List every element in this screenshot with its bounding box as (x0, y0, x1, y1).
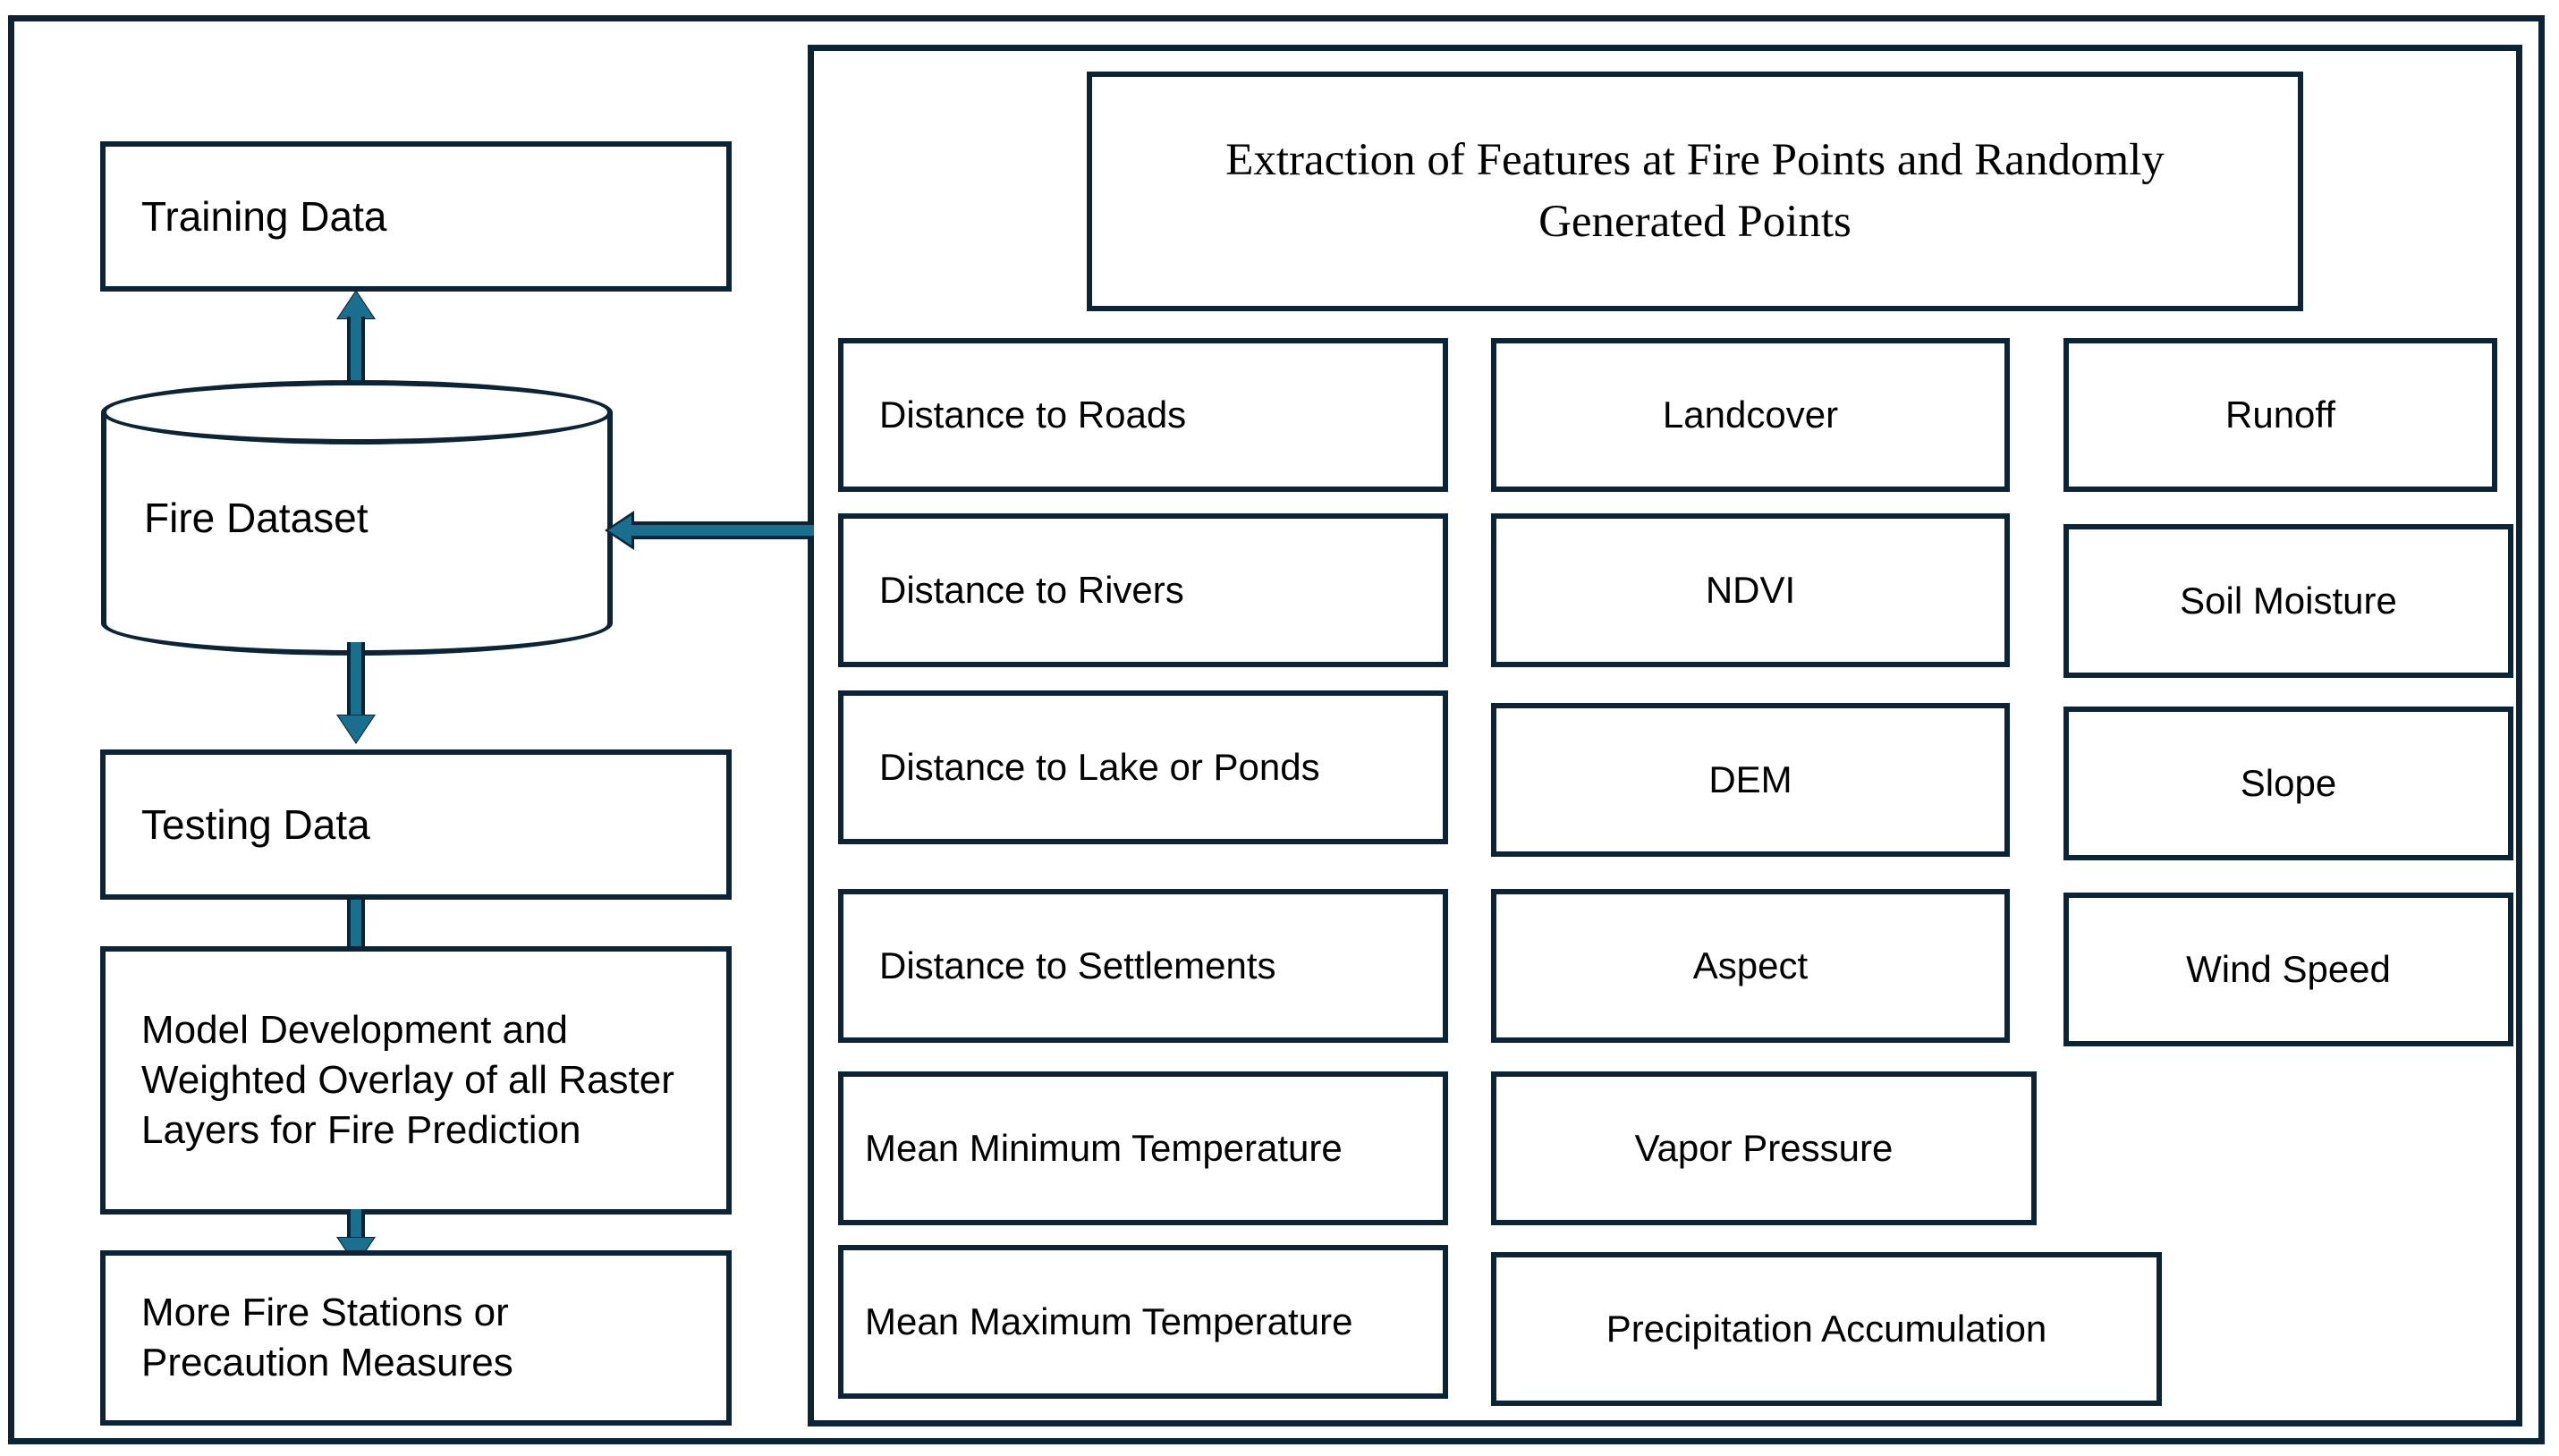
feature-box-distance-to-rivers[interactable]: Distance to Rivers (838, 513, 1448, 667)
feature-box-precipitation-accumulation[interactable]: Precipitation Accumulation (1491, 1252, 2162, 1406)
arrow-dataset-to-testing (336, 642, 376, 744)
training-data-label: Training Data (141, 192, 387, 240)
outer-frame (8, 15, 2545, 1444)
outcome-label: More Fire Stations or Precaution Measure… (141, 1290, 513, 1384)
feature-label: Aspect (1692, 944, 1809, 987)
cylinder-top-ellipse (101, 380, 613, 444)
feature-label: Distance to Rivers (879, 569, 1184, 612)
feature-box-soil-moisture[interactable]: Soil Moisture (2063, 524, 2513, 678)
testing-data-box[interactable]: Testing Data (100, 749, 732, 900)
feature-label: Soil Moisture (2180, 580, 2397, 622)
feature-label: DEM (1708, 758, 1792, 801)
feature-box-ndvi[interactable]: NDVI (1491, 513, 2010, 667)
feature-box-wind-speed[interactable]: Wind Speed (2063, 893, 2513, 1046)
feature-box-aspect[interactable]: Aspect (1491, 889, 2010, 1043)
feature-box-mean-maximum-temperature[interactable]: Mean Maximum Temperature (838, 1245, 1448, 1399)
outcome-box[interactable]: More Fire Stations or Precaution Measure… (100, 1250, 732, 1426)
feature-box-mean-minimum-temperature[interactable]: Mean Minimum Temperature (838, 1071, 1448, 1225)
fire-dataset-cylinder[interactable]: Fire Dataset (101, 380, 613, 656)
fire-dataset-label: Fire Dataset (144, 495, 369, 541)
feature-label: Runoff (2225, 394, 2335, 436)
feature-box-distance-to-settlements[interactable]: Distance to Settlements (838, 889, 1448, 1043)
feature-label: Mean Minimum Temperature (865, 1127, 1343, 1170)
feature-label: Distance to Roads (879, 394, 1187, 436)
feature-box-runoff[interactable]: Runoff (2063, 338, 2497, 492)
feature-extraction-panel (808, 45, 2522, 1426)
cylinder-body (101, 412, 613, 623)
feature-label: Slope (2240, 762, 2337, 805)
training-data-box[interactable]: Training Data (100, 141, 732, 292)
feature-box-slope[interactable]: Slope (2063, 707, 2513, 860)
feature-label: Landcover (1662, 394, 1839, 436)
model-development-box[interactable]: Model Development and Weighted Overlay o… (100, 946, 732, 1215)
feature-label: Wind Speed (2186, 948, 2391, 991)
feature-box-vapor-pressure[interactable]: Vapor Pressure (1491, 1071, 2037, 1225)
feature-label: Mean Maximum Temperature (865, 1300, 1353, 1343)
testing-data-label: Testing Data (141, 800, 370, 848)
feature-label: Distance to Lake or Ponds (879, 746, 1320, 789)
feature-label: NDVI (1705, 569, 1796, 612)
arrow-dataset-to-training (336, 290, 376, 381)
model-development-label: Model Development and Weighted Overlay o… (141, 1007, 674, 1153)
feature-box-distance-to-lake-or-ponds[interactable]: Distance to Lake or Ponds (838, 690, 1448, 844)
feature-label: Distance to Settlements (879, 944, 1276, 987)
arrow-features-to-dataset (605, 511, 814, 550)
feature-label: Precipitation Accumulation (1606, 1308, 2047, 1350)
feature-box-distance-to-roads[interactable]: Distance to Roads (838, 338, 1448, 492)
feature-box-dem[interactable]: DEM (1491, 703, 2010, 857)
feature-label: Vapor Pressure (1634, 1127, 1894, 1170)
panel-title-box: Extraction of Features at Fire Points an… (1087, 72, 2303, 311)
feature-box-landcover[interactable]: Landcover (1491, 338, 2010, 492)
panel-title-label: Extraction of Features at Fire Points an… (1225, 135, 2165, 247)
